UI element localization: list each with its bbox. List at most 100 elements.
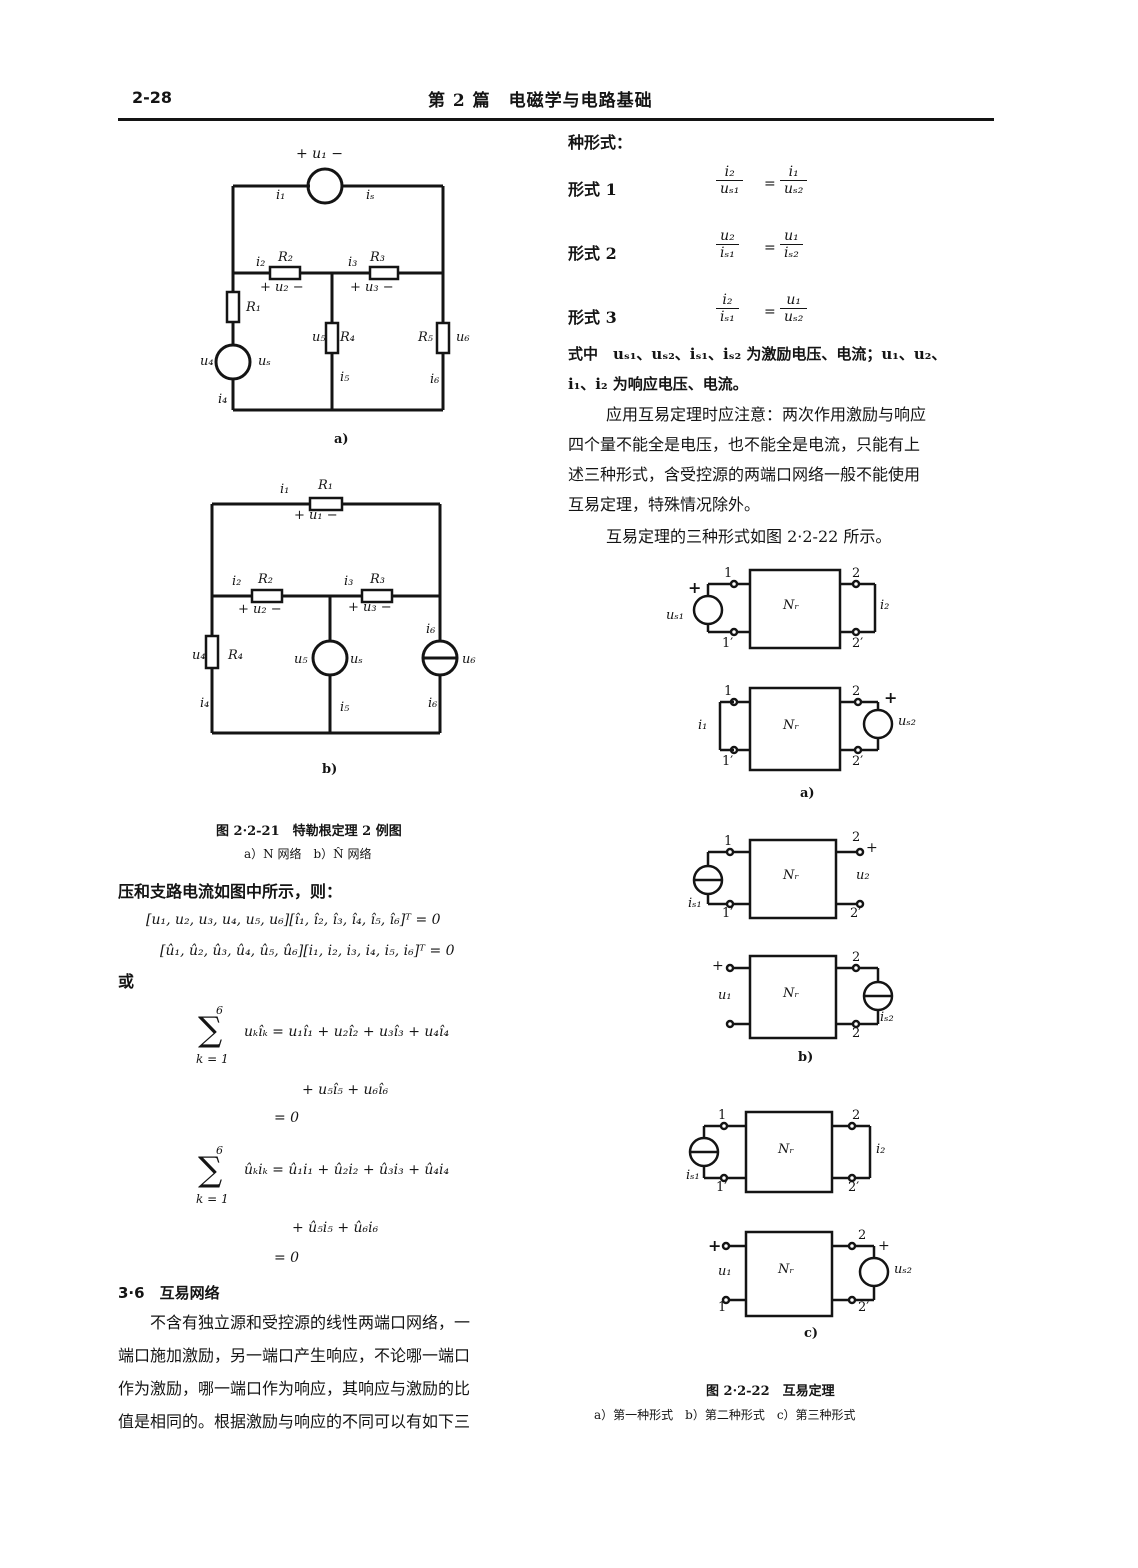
port-2-c2: 2: [858, 1228, 867, 1243]
fig22-caption: 图 2·2-22 互易定理: [706, 1384, 835, 1399]
label-i6-a: i₆: [430, 372, 440, 387]
form-2-eq: =: [764, 240, 776, 256]
circuit-figure-b: [204, 496, 459, 735]
port-2-a1: 2: [852, 566, 861, 581]
fig21-a-label: a): [334, 432, 349, 447]
header-rule: [118, 118, 994, 121]
port-1-b1: 1: [724, 834, 733, 849]
para-line-4: 值是相同的。根据激励与响应的不同可以有如下三: [118, 1412, 471, 1431]
or-text: 或: [118, 972, 135, 991]
sum2-sigma: ∑: [198, 1150, 223, 1190]
equation-1: [u₁, u₂, u₃, u₄, u₅, u₆][î₁, î₂, î₃, î₄,…: [146, 912, 441, 928]
port-1p-b1: 1′: [722, 906, 734, 921]
port-2-a2: 2: [852, 684, 861, 699]
note-line-3: 述三种形式，含受控源的两端口网络一般不能使用: [568, 465, 921, 484]
label-R5-a: R₅: [418, 330, 433, 345]
port-2-c1: 2: [852, 1108, 861, 1123]
nr-label-b2: Nᵣ: [783, 986, 799, 1001]
port-1-a2: 1: [724, 684, 733, 699]
sum1-line3: = 0: [274, 1110, 300, 1126]
page-number: 2-28: [132, 88, 173, 107]
label-i6-b: i₆: [426, 622, 436, 637]
label-i2-a1: i₂: [880, 598, 890, 613]
label-i1-a2: i₁: [698, 718, 708, 733]
label-R1-a: R₁: [246, 300, 261, 315]
port-1p-c1: 1′: [716, 1180, 728, 1195]
where-line-2: i₁、i₂ 为响应电压、电流。: [568, 375, 748, 393]
sum1-line1: uₖîₖ = u₁î₁ + u₂î₂ + u₃î₃ + u₄î₄: [244, 1024, 450, 1040]
port-1p-a1: 1′: [722, 636, 734, 651]
label-u6-a: u₆: [456, 330, 470, 345]
port-2p-c1: 2′: [848, 1180, 860, 1195]
sum2-line2: + û₅i₅ + û₆i₆: [292, 1220, 379, 1236]
port-2p-c2: 2′: [858, 1300, 870, 1315]
label-i4-a: i₄: [218, 392, 228, 407]
label-us2-a2: uₛ₂: [898, 714, 916, 729]
sum1-sigma: ∑: [198, 1010, 223, 1050]
port-1p-c2: 1′: [718, 1300, 730, 1315]
fig21-subcaption: a）N 网络 b）N̂ 网络: [244, 847, 372, 861]
sum2-lower: k = 1: [196, 1192, 229, 1206]
sum2-line1: ûₖiₖ = û₁i₁ + û₂i₂ + û₃i₃ + û₄i₄: [244, 1162, 450, 1178]
para-line-2: 端口施加激励，另一端口产生响应，不论哪一端口: [118, 1346, 471, 1365]
fig22-a-label: a): [800, 786, 815, 801]
label-u5-b: u₅: [294, 652, 308, 667]
sum1-lower: k = 1: [196, 1052, 229, 1066]
note-line-1: 应用互易定理时应注意：两次作用激励与响应: [606, 405, 927, 424]
fig22-c-label: c): [804, 1326, 819, 1341]
label-R2-b: R₂: [258, 572, 273, 587]
port-2p-b2: 2: [852, 1026, 861, 1041]
para-line-1: 不含有独立源和受控源的线性两端口网络，一: [150, 1313, 471, 1332]
nr-label-a2: Nᵣ: [783, 718, 799, 733]
form-1-eq: =: [764, 176, 776, 192]
sum1-line2: + u₅î₅ + u₆î₆: [302, 1082, 389, 1098]
label-u4-a: u₄: [200, 354, 214, 369]
fig21-caption: 图 2·2-21 特勒根定理 2 例图: [216, 824, 402, 839]
label-R3-a: R₃: [370, 250, 385, 265]
sum2-upper: 6: [216, 1144, 223, 1157]
fig21-b-label: b): [322, 762, 338, 777]
label-i4-b: i₄: [200, 696, 210, 711]
sum1-upper: 6: [216, 1004, 223, 1017]
label-is1-c1: iₛ₁: [686, 1168, 700, 1183]
label-u3-a: + u₃ −: [350, 280, 394, 295]
label-i5-b: i₅: [340, 700, 350, 715]
label-i6b-b: i₆: [428, 696, 438, 711]
label-R2-a: R₂: [278, 250, 293, 265]
where-line-1: 式中 uₛ₁、uₛ₂、iₛ₁、iₛ₂ 为激励电压、电流；u₁、u₂、: [568, 345, 947, 363]
label-R4-a: R₄: [340, 330, 355, 345]
label-is1-b1: iₛ₁: [688, 896, 702, 911]
label-us1-a: uₛ₁: [666, 608, 684, 623]
port-2p-a2: 2′: [852, 754, 864, 769]
port-2p-a1: 2′: [852, 636, 864, 651]
label-i2-a: i₂: [256, 255, 266, 270]
port-2p-b1: 2′: [850, 906, 862, 921]
port-1-c1: 1: [718, 1108, 727, 1123]
figure-reference: 互易定理的三种形式如图 2·2-22 所示。: [606, 527, 892, 546]
form-2-label: 形式 2: [568, 244, 617, 263]
nr-label-a1: Nᵣ: [783, 598, 799, 613]
label-u1-b: + u₁ −: [294, 508, 338, 523]
fig22-b-label: b): [798, 1050, 814, 1065]
label-i5-a: i₅: [340, 370, 350, 385]
label-u2-b1: u₂: [856, 868, 870, 883]
label-u3-b: + u₃ −: [348, 600, 392, 615]
note-line-4: 互易定理，特殊情况除外。: [568, 495, 761, 514]
label-plus-c2-right: +: [878, 1238, 890, 1254]
label-u1-c2: u₁: [718, 1264, 732, 1279]
label-is-a: iₛ: [366, 188, 375, 203]
port-1p-a2: 1′: [722, 754, 734, 769]
form-3-eq: =: [764, 304, 776, 320]
label-u2-b: + u₂ −: [238, 602, 282, 617]
nr-label-b1: Nᵣ: [783, 868, 799, 883]
label-R4-b: R₄: [228, 648, 243, 663]
port-1-a1: 1: [724, 566, 733, 581]
form-3-label: 形式 3: [568, 308, 617, 327]
label-plus-c2: +: [708, 1236, 722, 1255]
label-u1-a: + u₁ −: [296, 146, 343, 162]
